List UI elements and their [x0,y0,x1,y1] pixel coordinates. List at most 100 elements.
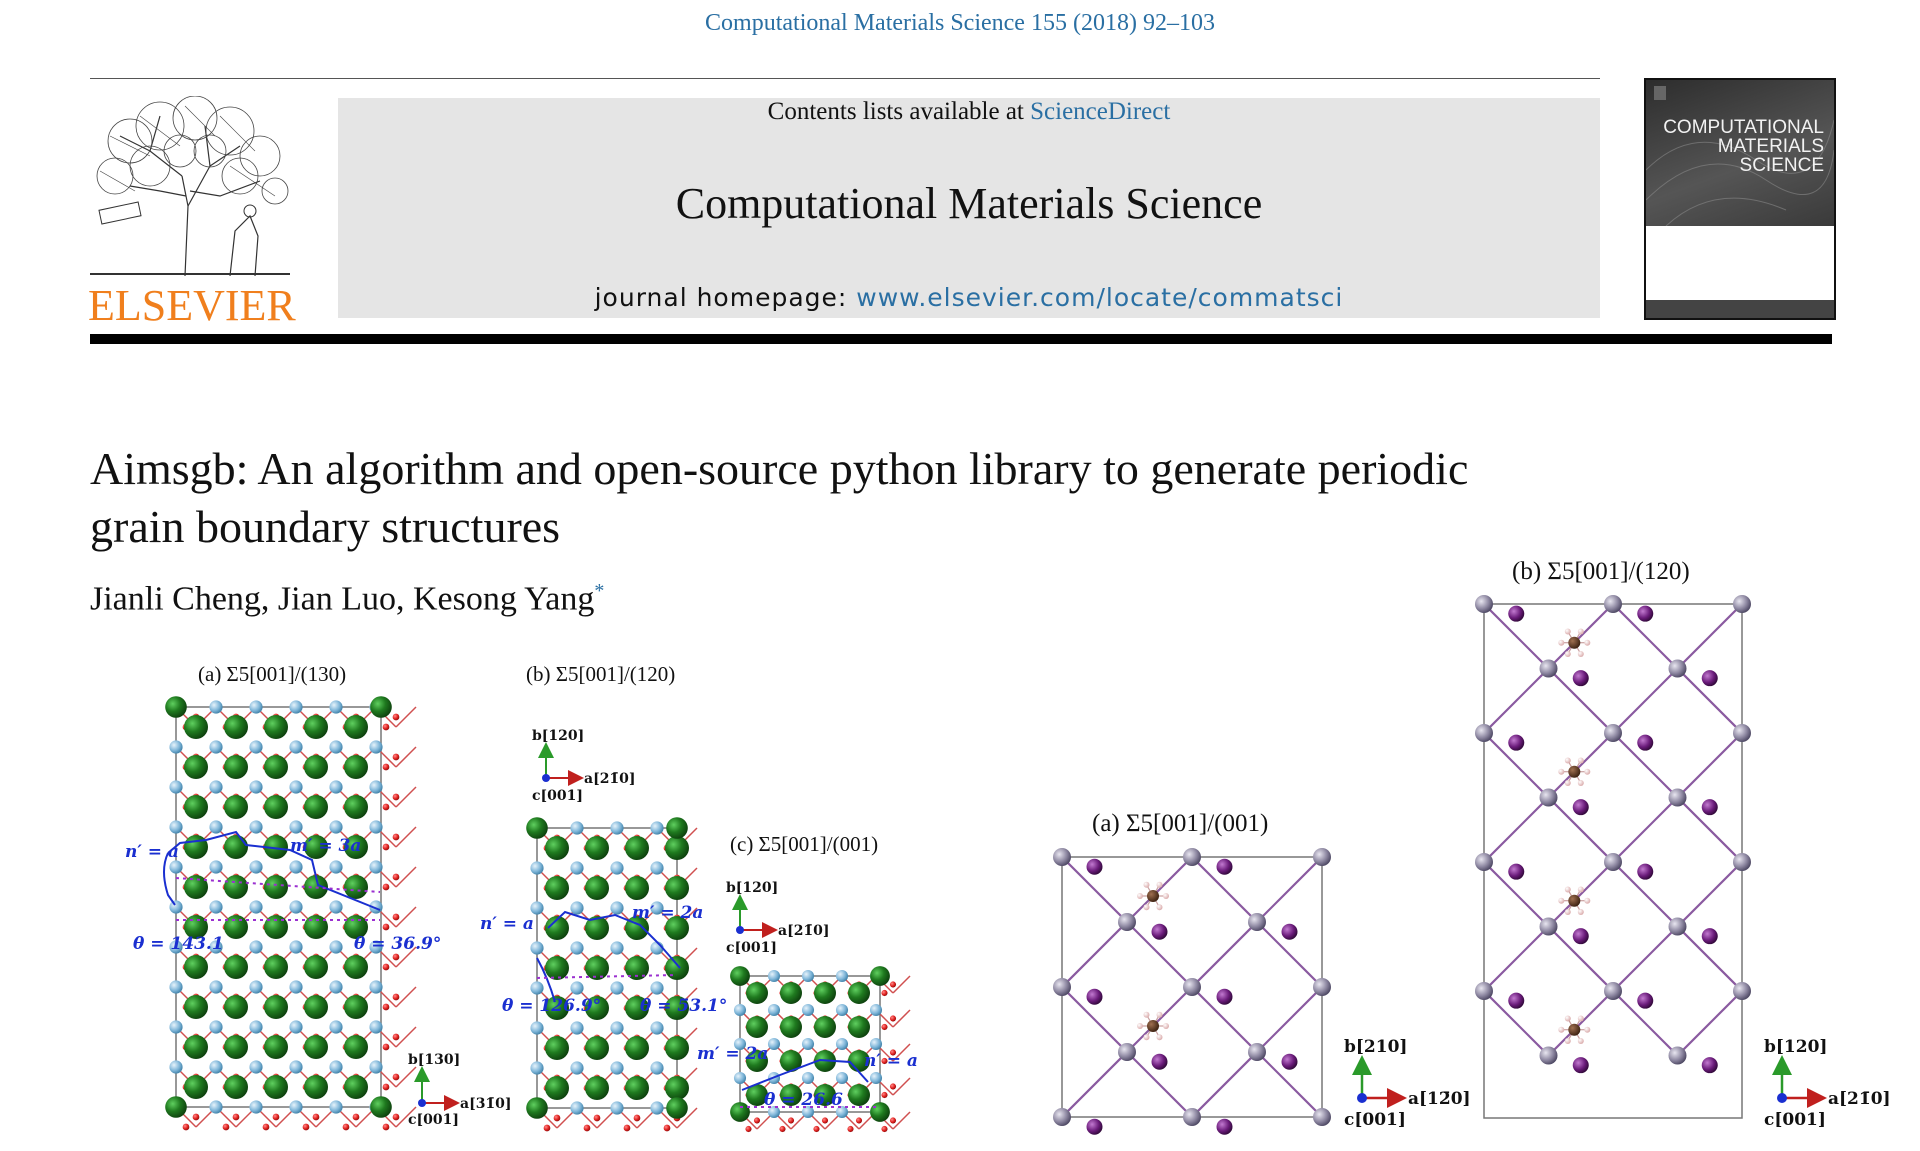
halide-atom [1637,605,1654,622]
ti-atom [530,1021,544,1035]
sr-atom [224,795,248,819]
sr-atom [304,795,328,819]
o-atom [593,1114,601,1122]
o-atom [881,1091,888,1099]
ti-atom [249,980,263,994]
o-atom [382,1083,390,1091]
o-atom [392,713,400,721]
panel-label: (b) Σ5[001]/(120) [1512,558,1690,585]
bond [1191,856,1258,923]
h-atom [1156,1034,1163,1041]
bond [395,826,417,848]
sr-atom [545,996,569,1020]
ti-atom [767,1037,781,1051]
sr-atom [344,1035,368,1059]
ti-atom [169,860,183,874]
corresponding-author-link[interactable]: * [594,580,605,602]
sr-atom [264,755,288,779]
sr-atom [666,1097,688,1119]
ti-atom [329,1020,343,1034]
c-atom [1568,765,1581,778]
sr-atom [870,1102,890,1122]
bond [1126,921,1193,988]
author-list: Jianli Cheng, Jian Luo, Kesong Yang* [90,580,604,618]
header-rule [90,334,1832,344]
atoms-group [165,696,417,1131]
o-atom [623,1124,631,1132]
o-atom [821,1117,829,1124]
sciencedirect-link[interactable]: ScienceDirect [1030,98,1171,125]
o-atom [787,1117,795,1124]
o-atom [583,1124,591,1132]
panel-label: (a) Σ5[001]/(130) [198,662,346,686]
o-atom [633,1114,641,1122]
h-atom [1584,768,1591,775]
halide-atom [1572,670,1589,687]
ti-atom [249,900,263,914]
h-atom [1564,1015,1571,1022]
o-atom [382,763,390,771]
sr-atom [264,955,288,979]
ti-atom [289,700,303,714]
elsevier-logo[interactable]: ELSEVIER [88,96,296,330]
metal-atom [1539,659,1558,678]
ti-atom [650,821,664,835]
journal-masthead: Contents lists available at ScienceDirec… [338,98,1600,318]
h-atom [1577,650,1584,657]
sr-atom [264,1035,288,1059]
sr-atom [224,755,248,779]
ti-atom [767,969,781,983]
sr-atom [526,1097,548,1119]
o-atom [392,833,400,841]
journal-homepage-link[interactable]: www.elsevier.com/locate/commatsci [856,283,1344,312]
sr-atom [344,1075,368,1099]
journal-cover-image[interactable]: COMPUTATIONAL MATERIALS SCIENCE [1644,78,1836,320]
ti-atom [249,700,263,714]
sr-atom [585,836,609,860]
sr-atom [304,995,328,1019]
sr-atom [224,715,248,739]
h-atom [1564,1037,1571,1044]
atoms-group [526,817,698,1132]
h-atom [1577,628,1584,635]
bond [1256,986,1323,1053]
h-atom [1577,1015,1584,1022]
ti-atom [570,1101,584,1115]
halide-atom [1216,988,1233,1005]
h-atom [1156,1011,1163,1018]
ti-atom [289,780,303,794]
ti-atom [329,700,343,714]
bond [1547,667,1614,734]
metal-atom [1668,1046,1687,1065]
right-panel-b: (b) Σ5[001]/(120) b[120] a[21̄0] c[001] [1475,558,1891,1130]
c-atom [1147,890,1159,902]
sr-atom [848,1016,870,1038]
sr-atom [304,835,328,859]
halide-atom [1151,923,1168,940]
axes-indicator: b[120] a[21̄0] c[001] [1764,1037,1891,1130]
o-atom [881,1057,888,1065]
c-atom [1147,1020,1159,1032]
bond [1126,856,1193,923]
h-atom [1163,893,1169,899]
atoms-group [1475,595,1751,1074]
cover-bottom-band [1646,300,1834,318]
o-atom [543,1124,551,1132]
metal-atom [1248,1043,1266,1061]
ti-atom [289,980,303,994]
bond [1483,667,1550,734]
h-atom [1558,768,1565,775]
h-atom [1143,904,1150,911]
ti-atom [610,1101,624,1115]
m-prime-label: m′ = 2a [697,1044,768,1064]
ti-atom [570,941,584,955]
article-title-line: Aimsgb: An algorithm and open-source pyt… [90,443,1469,494]
m-prime-label: m′ = 2a [632,903,703,923]
sr-atom [224,955,248,979]
bond [1256,921,1323,988]
journal-citation[interactable]: Computational Materials Science 155 (201… [705,10,1215,36]
bond [395,1026,417,1048]
bond [1676,925,1743,992]
ti-atom [249,780,263,794]
ti-atom [610,1061,624,1075]
